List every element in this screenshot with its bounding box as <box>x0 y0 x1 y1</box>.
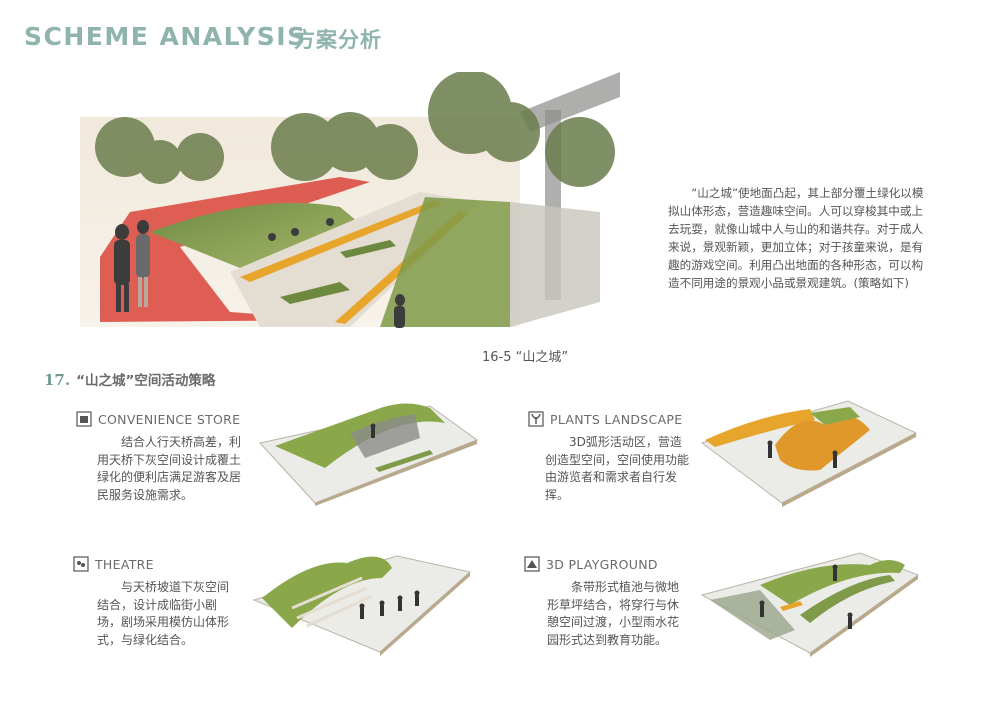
section-title-text: “山之城”空间活动策略 <box>76 373 216 389</box>
store-icon <box>76 411 92 430</box>
strategy-text-convenience-store: 结合人行天桥高差，利用天桥下灰空间设计成覆土绿化的便利店满足游客及居民服务设施需… <box>97 435 242 502</box>
strategy-heading-3d-playground: 3D PLAYGROUND <box>524 556 658 575</box>
hero-caption: 16-5 “山之城” <box>482 350 569 365</box>
playground-model <box>700 552 920 657</box>
page-title: SCHEME ANALYSIS <box>24 22 307 51</box>
theatre-icon <box>73 556 89 575</box>
strategy-text-plants-landscape: 3D弧形活动区，营造创造型空间，空间使用功能由游览者和需求者自行发挥。 <box>545 435 690 502</box>
hero-rendering <box>80 72 620 328</box>
convenience-store-model <box>259 403 479 506</box>
playground-icon <box>524 556 540 575</box>
plant-icon <box>528 411 544 430</box>
strategy-heading-convenience-store: CONVENIENCE STORE <box>76 411 240 430</box>
strategy-heading-plants-landscape: PLANTS LANDSCAPE <box>528 411 682 430</box>
page-title-cn: 方案分析 <box>294 28 382 52</box>
strategy-text-3d-playground: 条带形式植池与微地形草坪结合，将穿行与休憩空间过渡，小型雨水花园形式达到教育功能… <box>547 580 680 647</box>
strategy-heading-theatre: THEATRE <box>73 556 154 575</box>
section-title: 17. “山之城”空间活动策略 <box>44 369 215 389</box>
plants-landscape-model <box>700 400 918 507</box>
intro-paragraph: “山之城”使地面凸起，其上部分覆土绿化以模拟山体形态，营造趣味空间。人可以穿梭其… <box>668 186 924 290</box>
section-number: 17. <box>44 371 71 389</box>
theatre-model <box>252 555 472 656</box>
strategy-text-theatre: 与天桥坡道下灰空间结合，设计成临街小剧场，剧场采用模仿山体形式，与绿化结合。 <box>97 580 230 647</box>
